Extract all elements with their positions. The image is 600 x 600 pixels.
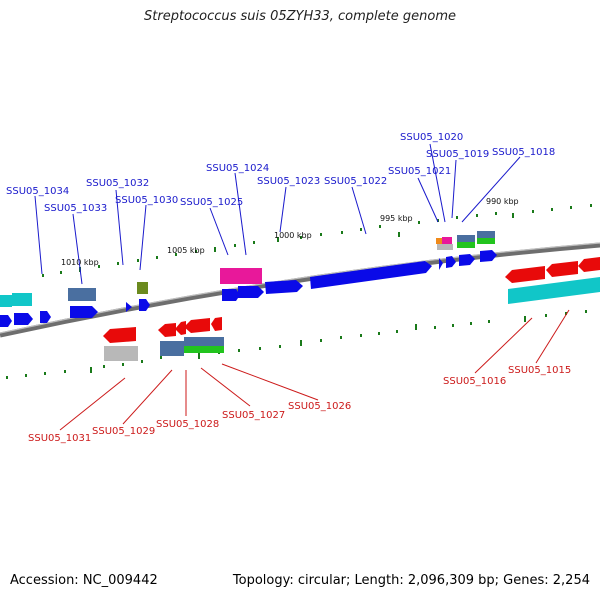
- gene-label-SSU05_1016[interactable]: SSU05_1016: [443, 376, 506, 387]
- steel-feature[interactable]: [477, 231, 495, 238]
- cyan-feature[interactable]: [0, 295, 12, 307]
- gene-label-SSU05_1029[interactable]: SSU05_1029: [92, 426, 155, 437]
- gene-label-SSU05_1021[interactable]: SSU05_1021: [388, 166, 451, 177]
- cyan-feature[interactable]: [508, 277, 600, 304]
- genome-summary-text: Topology: circular; Length: 2,096,309 bp…: [232, 573, 590, 588]
- top-scale-ticks: [42, 204, 592, 277]
- gene-label-SSU05_1019[interactable]: SSU05_1019: [426, 149, 489, 160]
- green-feature[interactable]: [477, 238, 495, 244]
- magenta-feature[interactable]: [220, 268, 262, 284]
- reverse-gene-arrow[interactable]: [158, 323, 176, 337]
- gene-label-SSU05_1032[interactable]: SSU05_1032: [86, 178, 149, 189]
- forward-gene-arrow[interactable]: [446, 256, 456, 268]
- bottom-leader-lines: [59, 309, 570, 431]
- green-feature[interactable]: [184, 346, 224, 353]
- magenta-feature[interactable]: [442, 237, 452, 244]
- steel-feature[interactable]: [457, 235, 475, 242]
- forward-gene-arrow[interactable]: [40, 311, 51, 323]
- gene-label-SSU05_1020[interactable]: SSU05_1020: [400, 132, 463, 143]
- bottom-gene-labels: SSU05_1031 SSU05_1029 SSU05_1028 SSU05_1…: [28, 365, 571, 444]
- bottom-scale-ticks: [6, 310, 587, 379]
- cyan-feature[interactable]: [12, 293, 32, 306]
- forward-gene-arrow[interactable]: [70, 306, 98, 318]
- forward-gene-arrow[interactable]: [310, 261, 432, 289]
- scale-label-1010: 1010 kbp: [61, 258, 99, 267]
- forward-gene-arrow[interactable]: [439, 258, 443, 270]
- green-feature[interactable]: [457, 242, 475, 248]
- scale-label-1005: 1005 kbp: [167, 246, 205, 255]
- accession-text: Accession: NC_009442: [10, 573, 158, 588]
- reverse-gene-arrow[interactable]: [175, 321, 186, 335]
- forward-gene-arrow[interactable]: [238, 286, 264, 298]
- reverse-gene-arrow[interactable]: [184, 318, 210, 333]
- forward-gene-arrow[interactable]: [139, 299, 150, 311]
- reverse-gene-arrow[interactable]: [103, 327, 136, 343]
- forward-gene-arrow[interactable]: [14, 313, 33, 325]
- orange-feature[interactable]: [436, 238, 442, 244]
- gene-label-SSU05_1023[interactable]: SSU05_1023: [257, 176, 320, 187]
- forward-gene-arrow[interactable]: [265, 280, 303, 294]
- gene-label-SSU05_1034[interactable]: SSU05_1034: [6, 186, 69, 197]
- gene-label-SSU05_1024[interactable]: SSU05_1024: [206, 163, 269, 174]
- top-gene-labels: SSU05_1034 SSU05_1033 SSU05_1032 SSU05_1…: [6, 132, 555, 214]
- forward-gene-arrow[interactable]: [126, 302, 132, 312]
- gene-label-SSU05_1030[interactable]: SSU05_1030: [115, 195, 178, 206]
- upper-feature-blocks: [0, 231, 495, 307]
- scale-label-990: 990 kbp: [486, 197, 519, 206]
- reverse-gene-arrow[interactable]: [546, 261, 578, 277]
- gene-label-SSU05_1031[interactable]: SSU05_1031: [28, 433, 91, 444]
- reverse-gene-arrow[interactable]: [211, 317, 222, 331]
- gray-feature[interactable]: [104, 346, 138, 361]
- gene-label-SSU05_1028[interactable]: SSU05_1028: [156, 419, 219, 430]
- forward-gene-arrow[interactable]: [459, 254, 475, 266]
- top-leader-lines: [34, 143, 521, 285]
- lower-feature-blocks: [104, 277, 600, 361]
- gene-label-SSU05_1022[interactable]: SSU05_1022: [324, 176, 387, 187]
- scale-label-1000: 1000 kbp: [274, 231, 312, 240]
- steel-feature[interactable]: [184, 337, 224, 346]
- gene-label-SSU05_1026[interactable]: SSU05_1026: [288, 401, 351, 412]
- gene-label-SSU05_1015[interactable]: SSU05_1015: [508, 365, 571, 376]
- gene-label-SSU05_1018[interactable]: SSU05_1018: [492, 147, 555, 158]
- gene-label-SSU05_1025[interactable]: SSU05_1025: [180, 197, 243, 208]
- steel-feature[interactable]: [160, 341, 184, 356]
- forward-gene-arrow[interactable]: [0, 315, 12, 327]
- steel-feature[interactable]: [68, 288, 96, 301]
- gene-label-SSU05_1027[interactable]: SSU05_1027: [222, 410, 285, 421]
- forward-gene-arrow[interactable]: [222, 289, 240, 301]
- scale-label-995: 995 kbp: [380, 214, 413, 223]
- olive-feature[interactable]: [137, 282, 148, 294]
- gene-label-SSU05_1033[interactable]: SSU05_1033: [44, 203, 107, 214]
- reverse-cds-track: [103, 257, 600, 343]
- reverse-gene-arrow[interactable]: [505, 266, 545, 283]
- gray-feature[interactable]: [437, 244, 453, 250]
- map-title: Streptococcus suis 05ZYH33, complete gen…: [144, 9, 456, 24]
- reverse-gene-arrow[interactable]: [578, 257, 600, 272]
- forward-gene-arrow[interactable]: [480, 250, 497, 262]
- forward-cds-track: [0, 250, 497, 327]
